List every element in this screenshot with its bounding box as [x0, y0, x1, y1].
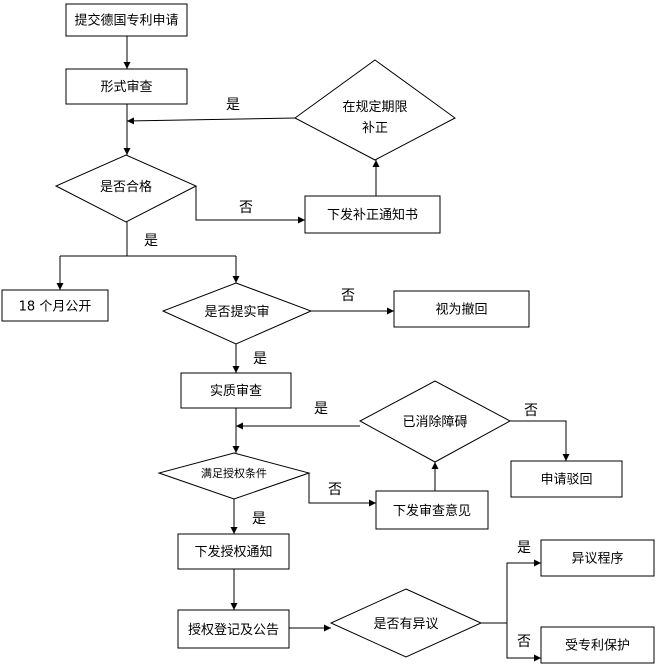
node-issue-grant-notice: 下发授权通知 [177, 533, 290, 570]
edge-label-no-qualified: 否 [239, 200, 253, 216]
edge-label-no-objection: 否 [517, 634, 531, 650]
edge-label-no-grant: 否 [328, 482, 342, 498]
node-correct-in-time: 在规定期限 补正 [294, 59, 456, 161]
node-has-objection: 是否有异议 [329, 588, 483, 658]
edge-objection-yes [506, 559, 541, 623]
node-application-rejected: 申请驳回 [510, 460, 623, 498]
node-issue-correction-notice: 下发补正通知书 [304, 195, 441, 234]
node-objection-procedure: 异议程序 [540, 539, 655, 577]
node-correct-in-time-label-1: 在规定期限 [342, 100, 407, 115]
edge-label-yes-obstacle: 是 [314, 401, 328, 417]
node-request-substantive-exam-label: 是否提实审 [204, 304, 269, 320]
edge-label-yes-grant: 是 [252, 511, 266, 527]
edge-qualified-no [195, 186, 305, 224]
edge-obstacle-no [510, 420, 570, 461]
node-is-qualified: 是否合格 [54, 154, 198, 223]
node-submit: 提交德国专利申请 [65, 3, 188, 37]
node-meets-grant-conditions: 满足授权条件 [157, 452, 311, 500]
node-publish-18-months: 18 个月公开 [1, 289, 109, 322]
node-is-qualified-label: 是否合格 [100, 179, 152, 195]
node-formal-exam: 形式审查 [65, 68, 188, 105]
node-obstacle-removed: 已消除障碍 [358, 380, 512, 463]
node-application-rejected-label: 申请驳回 [540, 473, 592, 488]
edge-label-no-request: 否 [341, 288, 355, 304]
edge-label-yes-objection: 是 [517, 540, 531, 556]
node-obstacle-removed-label: 已消除障碍 [402, 415, 467, 430]
edge-label-yes-qualified: 是 [144, 233, 158, 249]
node-issue-correction-notice-label: 下发补正通知书 [327, 207, 418, 223]
node-patent-protection-label: 受专利保护 [565, 639, 630, 654]
edge-label-no-obstacle: 否 [524, 403, 538, 419]
node-issue-grant-notice-label: 下发授权通知 [194, 544, 272, 560]
node-substantive-exam: 实质审查 [180, 372, 292, 409]
node-meets-grant-conditions-label: 满足授权条件 [201, 466, 267, 480]
edge-label-yes-correction: 是 [226, 97, 240, 113]
edge-label-yes-request: 是 [253, 351, 267, 367]
edge-objection-no [506, 623, 541, 662]
node-has-objection-label: 是否有异议 [373, 617, 438, 632]
node-grant-registration: 授权登记及公告 [177, 609, 290, 649]
node-formal-exam-label: 形式审查 [100, 80, 152, 95]
edge-correction-back [126, 117, 296, 125]
node-objection-procedure-label: 异议程序 [571, 552, 623, 567]
node-publish-18-months-label: 18 个月公开 [19, 300, 92, 315]
node-issue-exam-opinion-label: 下发审查意见 [393, 503, 471, 519]
node-submit-label: 提交德国专利申请 [74, 13, 178, 29]
node-request-substantive-exam: 是否提实审 [161, 282, 313, 345]
node-issue-exam-opinion: 下发审查意见 [375, 490, 489, 530]
node-patent-protection: 受专利保护 [540, 626, 655, 664]
node-substantive-exam-label: 实质审查 [210, 384, 262, 399]
edge-grant-no [308, 473, 376, 507]
node-correct-in-time-label-2: 补正 [362, 121, 388, 136]
node-deemed-withdrawn: 视为撤回 [393, 290, 530, 328]
node-deemed-withdrawn-label: 视为撤回 [435, 302, 487, 318]
node-grant-registration-label: 授权登记及公告 [188, 622, 279, 638]
